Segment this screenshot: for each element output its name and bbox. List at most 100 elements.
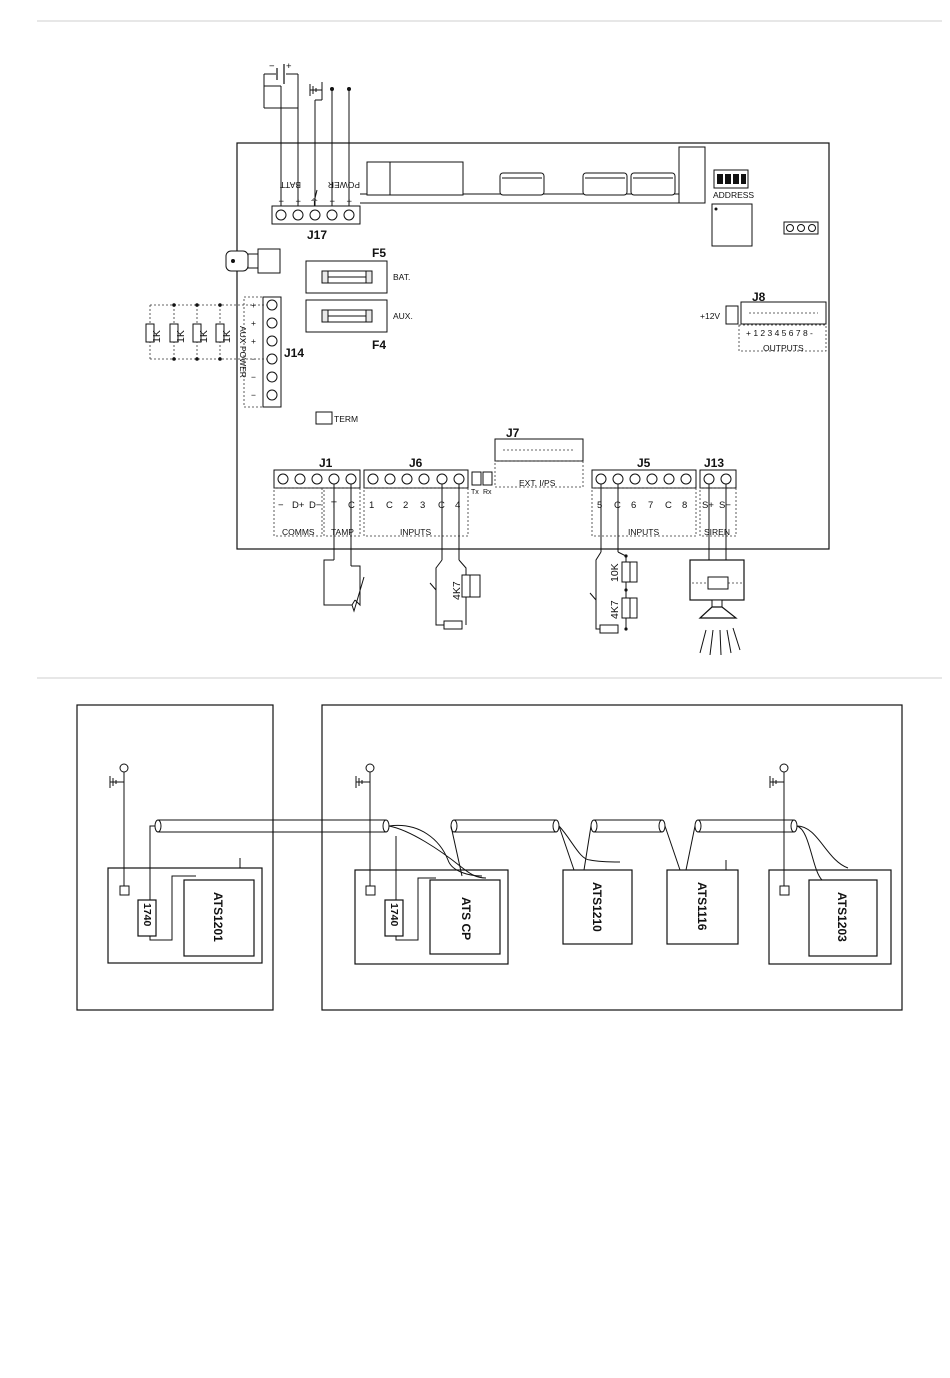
j5-label: J5: [637, 456, 651, 470]
module-ats-cp-group: 1740 ATS CP: [355, 836, 508, 964]
siren-horn-icon: [700, 607, 736, 618]
shielded-cable-3: [591, 820, 665, 832]
j13-pin-2: S−: [719, 500, 731, 511]
address-switch: ADDRESS: [712, 170, 754, 246]
j1-connector: J1 − D+ D− T C COMMS TAMP: [274, 456, 364, 611]
module-ats1201-group: 1740 ATS1201: [108, 858, 262, 963]
module-ats1210-group: ATS1210: [563, 870, 632, 944]
j8-supply-label: +12V: [700, 311, 720, 321]
fuse-f4: AUX. F4: [306, 300, 413, 352]
j6-label: J6: [409, 456, 423, 470]
three-pin-header: [784, 222, 818, 234]
j6-eol-resistor-label: 4K7: [451, 581, 463, 600]
j6-rx-label: Rx: [483, 489, 492, 496]
j6-inputs-label: INPUTS: [400, 527, 432, 537]
module-ats1201-label: ATS1201: [211, 892, 225, 942]
j6-connector: J6 1 C 2 3 C 4 INPUTS Tx Rx: [364, 456, 492, 629]
earth-ground-icon-3: [770, 764, 788, 886]
fuse-f5-text: BAT.: [393, 272, 410, 282]
j5-connector: J5 5 C 6 7 C 8 INPUTS: [590, 456, 696, 633]
j14-pin-5-label: −: [251, 372, 256, 382]
j6-eol-resistor: [462, 575, 470, 597]
earth-ground-icon: [310, 84, 322, 96]
module-5-tamper: [780, 886, 789, 895]
j6-pin-6: 4: [455, 500, 460, 511]
j7-label: J7: [506, 426, 520, 440]
j5-eol-top-label: 10K: [609, 563, 621, 582]
j13-pin-1: S+: [702, 500, 714, 511]
battery-neg-symbol: −: [269, 61, 275, 72]
j5-eol-resistor-top: [622, 562, 630, 582]
module-ats1116-label: ATS1116: [695, 882, 709, 931]
module-ats1203-label: ATS1203: [835, 892, 849, 942]
earth-ground-icon-2: [356, 764, 374, 886]
tamper-switch: [226, 249, 280, 273]
sound-waves-icon: [700, 628, 740, 655]
j14-connector: + + + − − − AUX POWER J14 1K: [146, 297, 304, 407]
j1-comms-pin-3: D−: [309, 500, 322, 511]
j6-pin-2: C: [386, 500, 393, 511]
j1-comms-pin-1: −: [278, 500, 284, 511]
j5-eol-resistor-bottom: [622, 598, 630, 618]
j14-pin-3-label: +: [251, 336, 256, 346]
j14-resistor-2-label: 1K: [175, 330, 187, 343]
module-ats1210-label: ATS1210: [590, 882, 604, 932]
j14-resistor-4-label: 1K: [221, 330, 233, 343]
fuse-f5-label: F5: [372, 246, 386, 260]
j14-resistor-3-label: 1K: [198, 330, 210, 343]
address-label: ADDRESS: [713, 190, 754, 200]
module-layout-diagram: 1740 ATS1201 1740 ATS CP ATS1210 ATS11: [77, 705, 902, 1010]
j6-pin-4: 3: [420, 500, 425, 511]
shielded-cable-4: [695, 820, 797, 832]
fuse-f4-label: F4: [372, 338, 386, 352]
j7-connector: J7 EXT. I/PS: [495, 426, 583, 488]
module-1-tamper: [120, 886, 129, 895]
j13-label: J13: [704, 456, 724, 470]
module-ats-cp-label: ATS CP: [459, 897, 473, 940]
isolator-1740-1-label: 1740: [141, 903, 153, 927]
j17-pin-3-label: ⏚: [309, 195, 319, 206]
j17-power-label: POWER: [328, 180, 360, 190]
term-jumper: TERM: [316, 412, 358, 424]
j8-connector: J8 +12V + 1 2 3 4 5 6 7 8 - OUTPUTS: [700, 290, 826, 353]
isolator-1740-2-label: 1740: [388, 903, 400, 927]
j8-pin-label: + 1 2 3 4 5 6 7 8 -: [746, 328, 813, 338]
j14-aux-power-label: AUX POWER: [238, 326, 248, 378]
enclosure-left: [77, 705, 273, 1010]
j14-pin-6-label: −: [251, 390, 256, 400]
j8-outputs-label: OUTPUTS: [763, 343, 804, 353]
battery-pos-symbol: +: [286, 61, 292, 72]
j14-resistor-1-label: 1K: [151, 330, 163, 343]
module-ats1116-group: ATS1116: [667, 860, 738, 944]
j5-pin-4: 7: [648, 500, 653, 511]
fuse-f4-text: AUX.: [393, 311, 413, 321]
address-chip: [712, 204, 752, 246]
j1-label: J1: [319, 456, 333, 470]
j14-pin-2-label: +: [251, 318, 256, 328]
shielded-cable-1: [155, 820, 389, 832]
j5-pin-5: C: [665, 500, 672, 511]
module-2-tamper: [366, 886, 375, 895]
j6-pin-3: 2: [403, 500, 408, 511]
j14-label: J14: [284, 346, 304, 360]
shielded-cable-2: [451, 820, 559, 832]
j13-connector: J13 S+ S− SIREN: [690, 456, 744, 655]
j1-comms-label: COMMS: [282, 527, 315, 537]
term-label: TERM: [334, 414, 358, 424]
j5-eol-bottom-label: 4K7: [609, 600, 621, 619]
board-components: [360, 147, 705, 203]
j6-tx-label: Tx: [471, 489, 479, 496]
j1-comms-pin-2: D+: [292, 500, 305, 511]
j7-ext-ips-label: EXT. I/PS: [519, 478, 556, 488]
j5-pin-3: 6: [631, 500, 636, 511]
j5-pin-6: 8: [682, 500, 687, 511]
j17-connector: J17 BATT POWER − + ⏚ − + − +: [264, 61, 360, 242]
j6-pin-1: 1: [369, 500, 374, 511]
fuse-f5: F5 BAT.: [306, 246, 410, 293]
j5-pin-1: 5: [597, 500, 602, 511]
j17-label: J17: [307, 228, 327, 242]
control-panel-diagram: ADDRESS J17 BATT POWER − + ⏚ −: [146, 61, 829, 655]
module-ats1203-group: ATS1203: [769, 870, 891, 964]
j5-inputs-label: INPUTS: [628, 527, 660, 537]
